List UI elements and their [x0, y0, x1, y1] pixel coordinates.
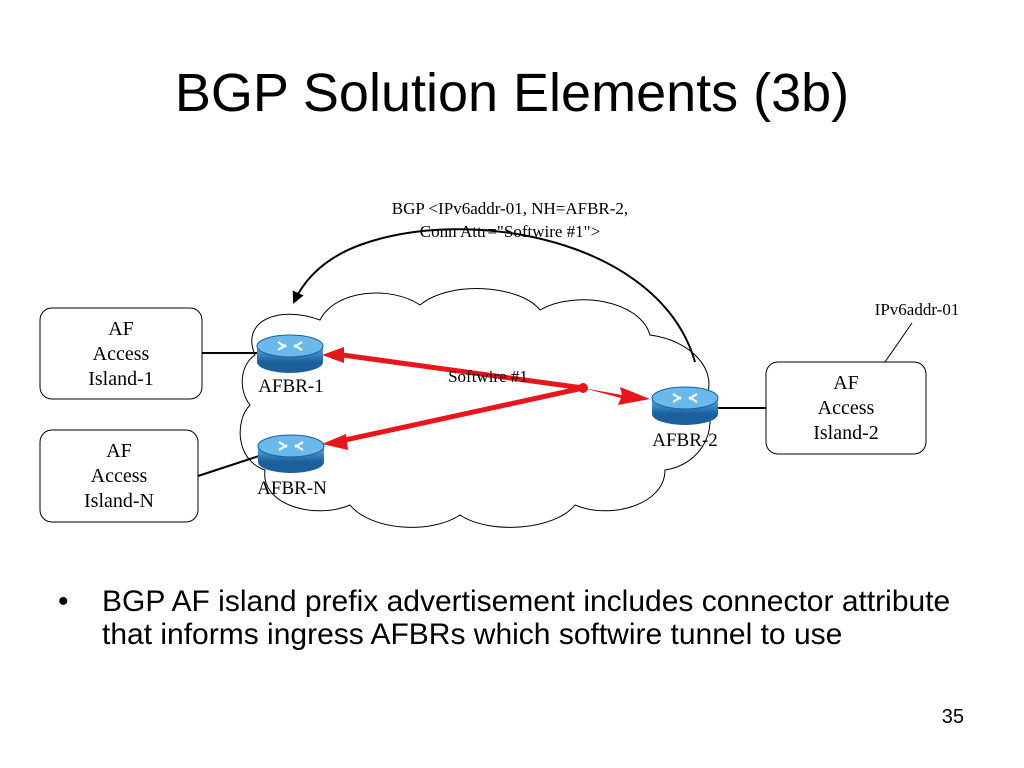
island-2-line2: Access [818, 397, 875, 419]
softwire-junction [578, 383, 588, 393]
router-icon [256, 334, 324, 373]
page-number: 35 [941, 706, 964, 728]
bullet-list: • BGP AF island prefix advertisement inc… [58, 585, 958, 651]
softwire-endpoint-afbr1 [322, 347, 344, 363]
island-box-2: AF Access Island-2 [765, 361, 927, 455]
bgp-annotation-line1: BGP <IPv6addr-01, NH=AFBR-2, [392, 199, 628, 218]
link-islandn-afbrn [197, 454, 263, 477]
island-2-line3: Island-2 [813, 422, 879, 444]
softwire-label: Softwire #1 [448, 367, 528, 386]
island-n-line2: Access [91, 465, 148, 487]
bgp-annotation-line2: Conn Attr="Softwire #1"> [420, 222, 600, 241]
island-box-n: AF Access Island-N [39, 429, 199, 523]
slide-title: BGP Solution Elements (3b) [174, 63, 850, 123]
island-box-1: AF Access Island-1 [39, 307, 203, 400]
bullet-text: BGP AF island prefix advertisement inclu… [102, 585, 951, 651]
router-icon [651, 386, 719, 425]
router-icon [257, 434, 325, 473]
bullet-item: • BGP AF island prefix advertisement inc… [58, 585, 958, 651]
island-1-line1: AF [108, 318, 134, 340]
router-label-afbr1: AFBR-1 [258, 376, 323, 397]
island-2-line1: AF [833, 372, 859, 394]
island-1-line3: Island-1 [88, 368, 154, 390]
island-n-line3: Island-N [84, 490, 154, 512]
address-pointer-line [884, 322, 913, 363]
bgp-advertisement-arrow [292, 228, 696, 363]
router-label-afbr2: AFBR-2 [652, 430, 717, 451]
island-1-line2: Access [93, 343, 150, 365]
island-n-line1: AF [106, 440, 132, 462]
softwire-endpoint-afbrn [322, 434, 348, 450]
cloud-shape [239, 288, 711, 528]
bullet-marker: • [58, 585, 69, 618]
softwire-line-afbrn [344, 385, 584, 443]
softwire-arrow-to-afbr2 [583, 387, 650, 405]
softwire-line-afbr1 [334, 351, 584, 391]
address-label: IPv6addr-01 [875, 300, 960, 319]
router-label-afbrn: AFBR-N [257, 478, 327, 499]
